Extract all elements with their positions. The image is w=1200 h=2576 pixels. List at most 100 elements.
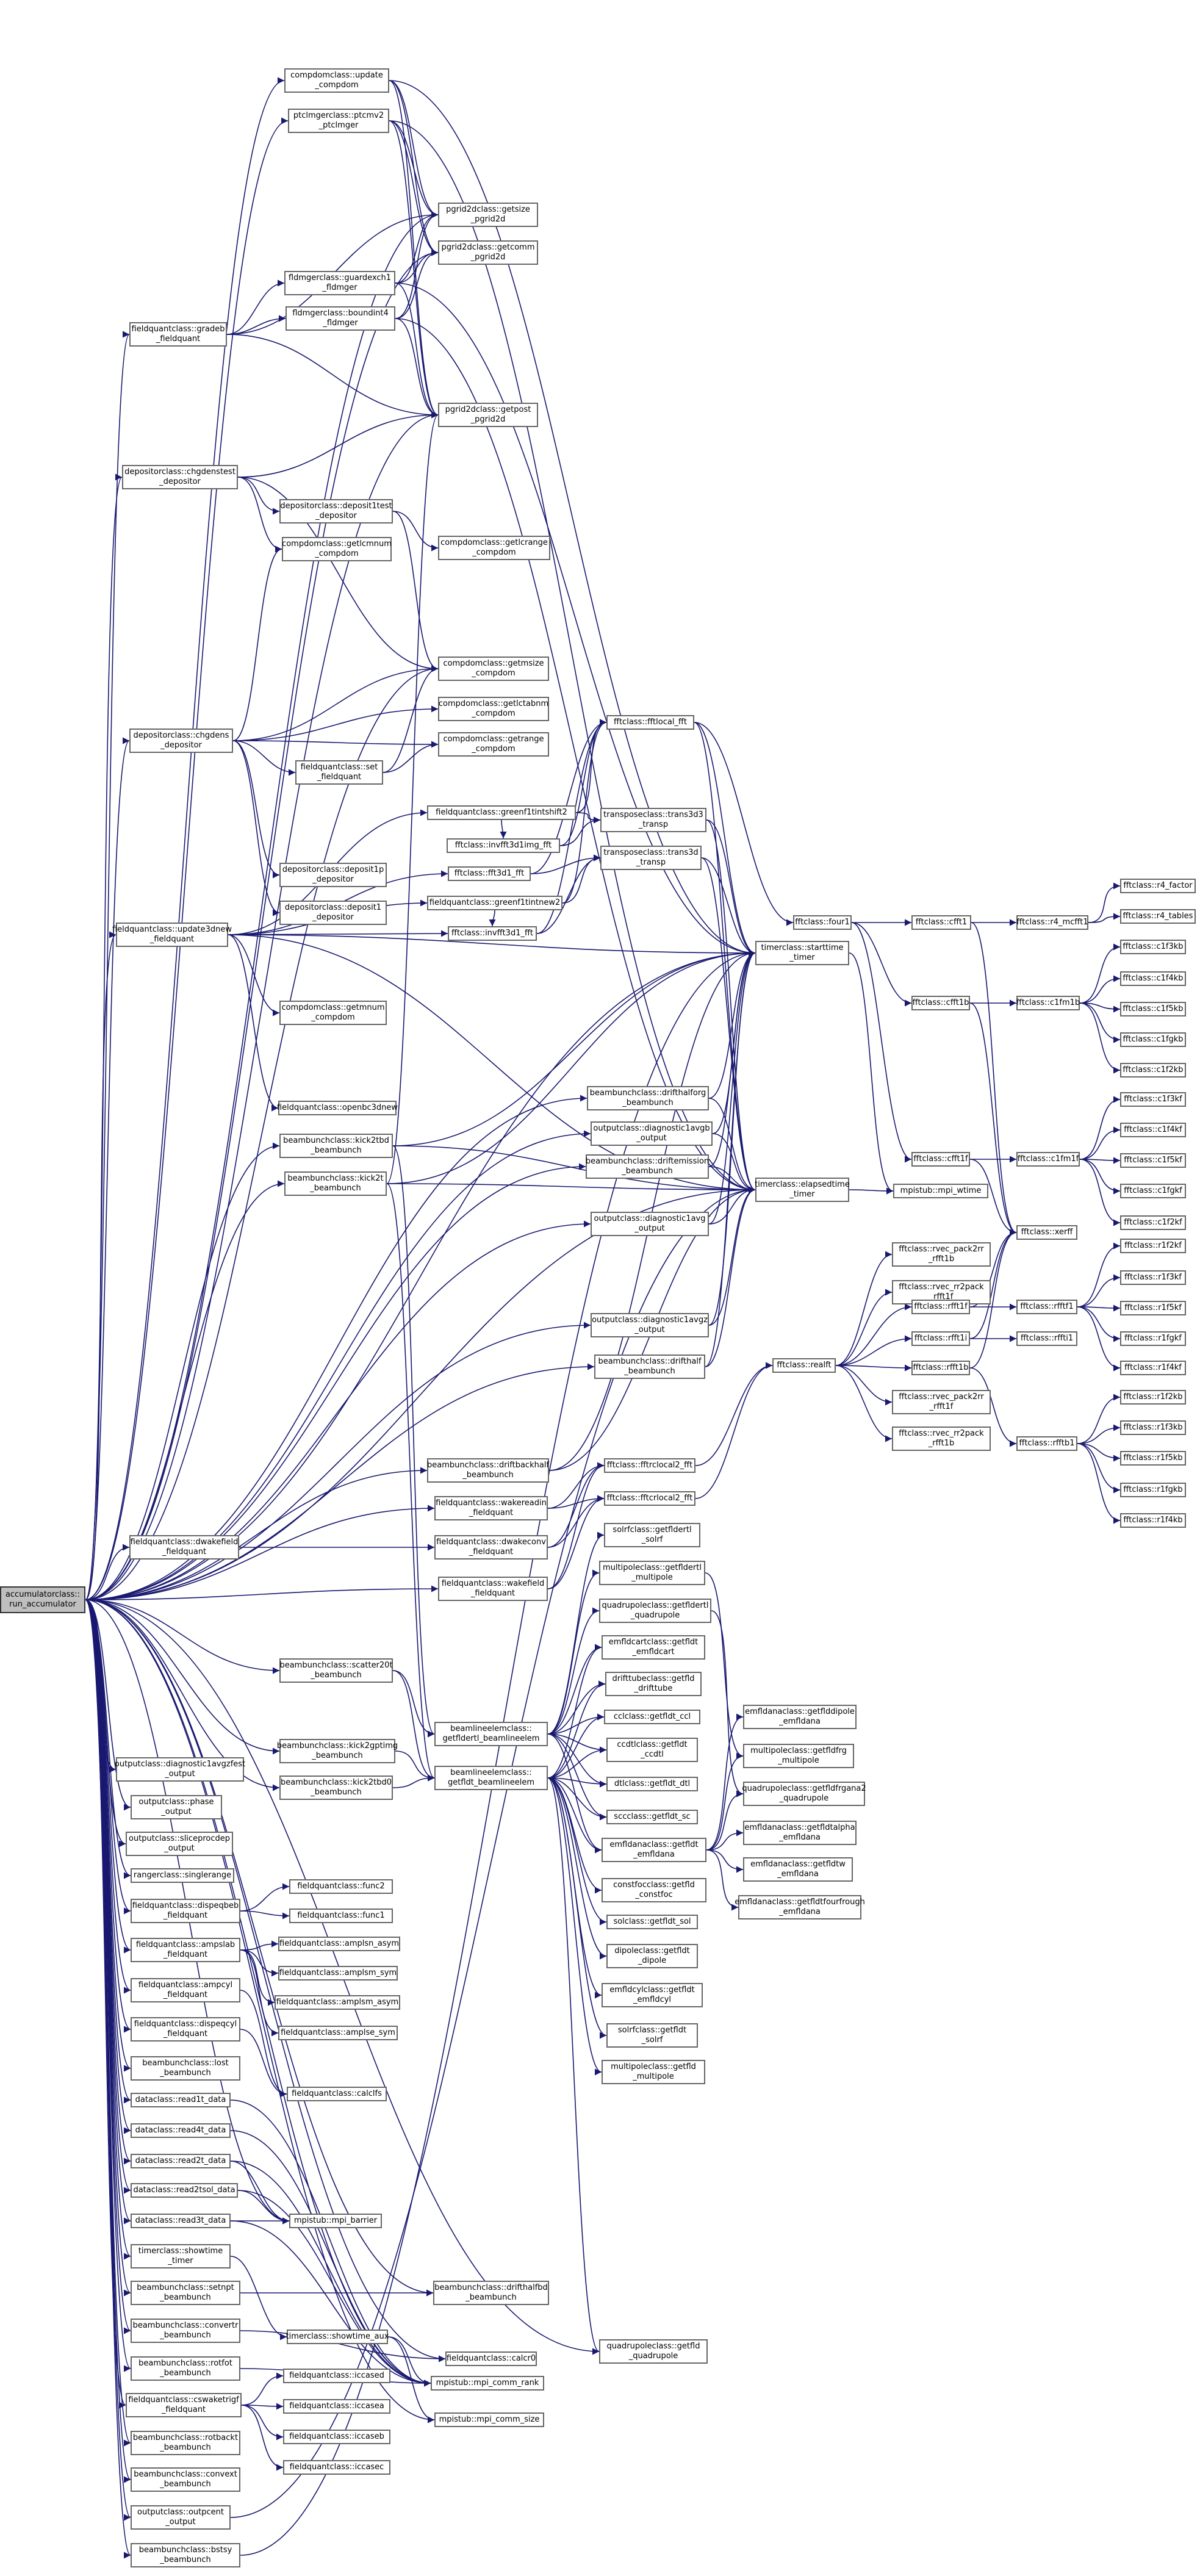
node-fft-four1[interactable]: fftclass::four1 [793,915,852,930]
node-ccl-getfld[interactable]: cclclass::getfldt_ccl [604,1710,700,1724]
node-bb-kick2t[interactable]: beambunchclass::kick2t_beambunch [284,1171,387,1196]
node-fft-rffti1[interactable]: fftclass::rffti1 [1016,1331,1077,1346]
node-fq-update3dnew[interactable]: fieldquantclass::update3dnew_fieldquant [112,923,232,947]
node-timer-showtime-aux[interactable]: timerclass::showtime_aux [286,2330,389,2344]
node-fq-amplsm-asym[interactable]: fieldquantclass::amplsm_asym [275,1995,400,2010]
node-fq-func1[interactable]: fieldquantclass::func1 [289,1909,393,1923]
node-bb-kick2tbd0[interactable]: beambunchclass::kick2tbd0_beambunch [279,1775,393,1800]
node-fft-fft3d1[interactable]: fftclass::fft3d1_fft [448,866,531,881]
node-fft-c1fgkf[interactable]: fftclass::c1fgkf [1120,1184,1186,1198]
node-solrf-getfld[interactable]: solrfclass::getfldt_solrf [606,2023,698,2048]
node-tp-trans3d[interactable]: transposeclass::trans3d_transp [600,846,702,870]
node-fq-calcr0[interactable]: fieldquantclass::calcr0 [445,2351,537,2366]
node-bb-rotfot[interactable]: beambunchclass::rotfot_beambunch [131,2356,240,2381]
node-fft-r1f5kf[interactable]: fftclass::r1f5kf [1120,1301,1186,1315]
node-fft-rfft1i[interactable]: fftclass::rfft1i [911,1331,970,1346]
node-fft-r1f3kb[interactable]: fftclass::r1f3kb [1120,1420,1186,1435]
node-dc-read1t[interactable]: dataclass::read1t_data [131,2093,231,2107]
node-fq-iccasea[interactable]: fieldquantclass::iccasea [283,2399,390,2414]
node-dc-read2t[interactable]: dataclass::read2t_data [131,2154,231,2168]
node-fft-r1f3kf[interactable]: fftclass::r1f3kf [1120,1270,1186,1285]
node-fft-invfft3d1[interactable]: fftclass::invfft3d1_fft [448,926,537,941]
node-emfldcyl-getfld[interactable]: emfldcylclass::getfldt_emfldcyl [602,1983,703,2007]
node-fft-rfft1f[interactable]: fftclass::rfft1f [911,1300,970,1314]
node-fq-dispeqbeb[interactable]: fieldquantclass::dispeqbeb_fieldquant [131,1899,240,1923]
node-fft-rfft1b[interactable]: fftclass::rfft1b [911,1361,970,1375]
node-qp-getfld[interactable]: quadrupoleclass::getfld_quadrupole [599,2339,708,2364]
node-bb-drifthalfbd[interactable]: beambunchclass::drifthalfbd_beambunch [433,2281,549,2305]
node-out-diag1avg[interactable]: outputclass::diagnostic1avg_output [591,1212,709,1236]
node-dep-chgdens[interactable]: depositorclass::chgdens_depositor [129,729,233,753]
node-emana-getflddipole[interactable]: emfldanaclass::getflddipole_emfldana [743,1705,857,1729]
node-pg-getcomm[interactable]: pgrid2dclass::getcomm_pgrid2d [438,240,538,265]
node-dep-chgdenstest[interactable]: depositorclass::chgdenstest_depositor [122,465,238,489]
node-out-sliceprocdep[interactable]: outputclass::sliceprocdep_output [126,1832,233,1856]
node-ccdtl-getfld[interactable]: ccdtlclass::getfldt_ccdtl [606,1738,698,1762]
node-mpi-wtime[interactable]: mpistub::mpi_wtime [893,1184,988,1198]
node-cd-getlcmnum[interactable]: compdomclass::getlcmnum_compdom [282,537,392,561]
node-ptcmger[interactable]: ptclmgerclass::ptcmv2_ptclmger [288,109,389,133]
node-cd-getmsize[interactable]: compdomclass::getmsize_compdom [438,657,549,681]
node-fft-c1f3kf[interactable]: fftclass::c1f3kf [1120,1092,1186,1107]
node-emfldana-getfld[interactable]: emfldanaclass::getfldt_emfldana [602,1838,706,1862]
node-fft-fftlocal[interactable]: fftclass::fftlocal_fft [606,715,694,730]
node-out-phase[interactable]: outputclass::phase_output [131,1795,222,1819]
node-out-diag1avgz[interactable]: outputclass::diagnostic1avgz_output [591,1313,709,1337]
node-bb-scatter20t[interactable]: beambunchclass::scatter20t_beambunch [279,1658,393,1683]
node-fq-iccased[interactable]: fieldquantclass::iccased [283,2369,390,2383]
node-drifttube-getfld[interactable]: drifttubeclass::getfld_drifttube [605,1672,702,1696]
node-ble-getflt[interactable]: beamlineelemclass::getfldt_beamlineelem [434,1766,548,1790]
node-fft-c1f2kb[interactable]: fftclass::c1f2kb [1120,1063,1186,1078]
node-fq-gradeb[interactable]: fieldquantclass::gradeb_fieldquant [129,322,227,347]
node-bb-rotbackt[interactable]: beambunchclass::rotbackt_beambunch [131,2431,240,2455]
node-fft-c1f3kb[interactable]: fftclass::c1f3kb [1120,940,1186,954]
node-fft-cfft1[interactable]: fftclass::cfft1 [911,915,971,930]
node-fft-rvec-p2rr-f[interactable]: fftclass::rvec_pack2rr_rfft1f [892,1390,991,1414]
node-emana-getfldalpha[interactable]: emfldanaclass::getfldtalpha_emfldana [743,1821,857,1845]
node-fq-green-ffts[interactable]: fieldquantclass::greenf1tintshift2 [427,805,576,820]
node-fft-r1f2kb[interactable]: fftclass::r1f2kb [1120,1390,1186,1405]
node-fft-r1fgkb[interactable]: fftclass::r1fgkb [1120,1483,1186,1497]
node-ble-getfldertl[interactable]: beamlineelemclass::getfldertl_beamlineel… [434,1722,548,1746]
node-fq-dwakefield-l[interactable]: fieldquantclass::dwakefield_fieldquant [129,1535,239,1560]
node-dep-deposit1[interactable]: depositorclass::deposit1_depositor [279,901,387,925]
node-fq-calclfs[interactable]: fieldquantclass::calclfs [287,2087,387,2101]
node-sol-getfldertl[interactable]: solrfclass::getfldertl_solrf [604,1523,700,1547]
node-fft-realft[interactable]: fftclass::realft [772,1358,836,1373]
node-fq-amplsm-sym[interactable]: fieldquantclass::amplsm_sym [278,1966,398,1981]
node-root[interactable]: accumulatorclass::run_accumulator [0,1586,85,1613]
node-fld-boundint4[interactable]: fldmgerclass::boundint4_fldmger [286,306,395,331]
node-fq-iccaseb[interactable]: fieldquantclass::iccaseb [283,2430,390,2444]
node-fq-wakefield[interactable]: fieldquantclass::wakefield_fieldquant [438,1577,548,1601]
node-fft-c1f2kf[interactable]: fftclass::c1f2kf [1120,1215,1186,1230]
node-fft-c1fm1f[interactable]: fftclass::c1fm1f [1016,1152,1080,1167]
node-constfoc-getfld[interactable]: constfocclass::getfld_constfoc [602,1878,706,1902]
node-fft-c1f4kb[interactable]: fftclass::c1f4kb [1120,971,1186,986]
node-fft-fftcrlocal2[interactable]: fftclass::fftcrlocal2_fft [604,1491,695,1506]
node-dtl-getfld[interactable]: dtlclass::getfldt_dtl [606,1777,698,1791]
node-bb-driftemission[interactable]: beambunchclass::driftemission_beambunch [586,1154,709,1179]
node-fq-func2[interactable]: fieldquantclass::func2 [289,1879,393,1894]
node-bb-kick2tbd[interactable]: beambunchclass::kick2tbd_beambunch [279,1134,393,1158]
node-fld-guardexch[interactable]: fldmgerclass::guardexch1_fldmger [284,271,395,295]
node-fft-c1f4kf[interactable]: fftclass::c1f4kf [1120,1123,1186,1137]
node-fft-r1f4kf[interactable]: fftclass::r1f4kf [1120,1361,1186,1375]
node-emana-getfldtw[interactable]: emfldanaclass::getfldtw_emfldana [743,1857,853,1882]
node-dipole-getfld[interactable]: dipoleclass::getfldt_dipole [606,1944,698,1968]
node-sol-getfld[interactable]: solclass::getfldt_sol [606,1915,698,1929]
node-bb-setnpt[interactable]: beambunchclass::setnpt_beambunch [131,2281,240,2305]
node-fq-cswaketrigf[interactable]: fieldquantclass::cswaketrigf_fieldquant [126,2393,242,2417]
node-fq-wakereadin[interactable]: fieldquantclass::wakereadin_fieldquant [434,1496,548,1520]
node-pg-getsize[interactable]: pgrid2dclass::getsize_pgrid2d [438,203,538,227]
node-dc-read2tsol[interactable]: dataclass::read2tsol_data [131,2183,238,2198]
node-fft-invfft3dimg[interactable]: fftclass::invfft3d1img_fft [447,838,560,853]
node-fft-r1fgkf[interactable]: fftclass::r1fgkf [1120,1331,1186,1346]
node-bb-convext[interactable]: beambunchclass::convext_beambunch [131,2467,240,2492]
node-mp-getfldertl[interactable]: multipoleclass::getfldertl_multipole [599,1561,705,1585]
node-fft-rfftf1[interactable]: fftclass::rfftf1 [1016,1300,1077,1314]
node-dc-read4t[interactable]: dataclass::read4t_data [131,2123,231,2138]
node-mp-getfldfrg[interactable]: multipoleclass::getfldfrg_multipole [743,1744,854,1768]
node-fft-rfftb1[interactable]: fftclass::rfftb1 [1016,1436,1077,1451]
node-dep-deposit1p[interactable]: depositorclass::deposit1p_depositor [279,863,387,887]
node-cd-getrange[interactable]: compdomclass::getrange_compdom [438,732,549,757]
